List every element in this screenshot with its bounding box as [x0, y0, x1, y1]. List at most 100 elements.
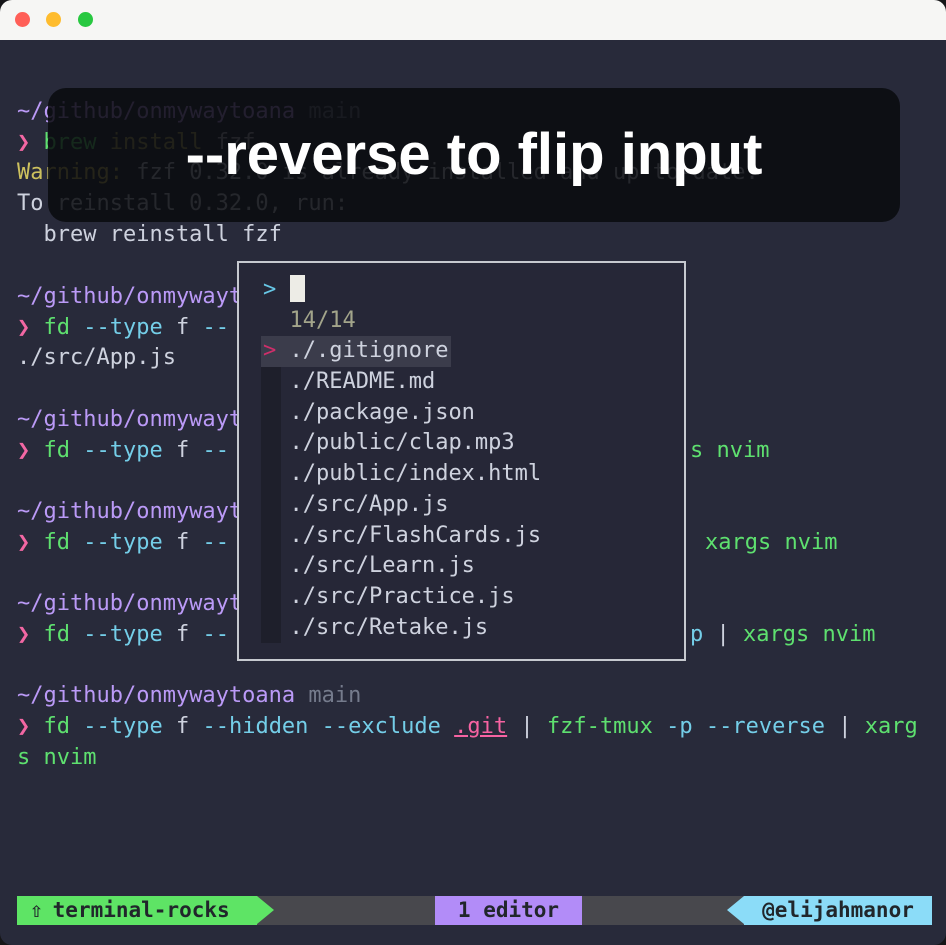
- command-text: xarg: [864, 714, 918, 739]
- command-flag: --hidden: [189, 714, 309, 739]
- fzf-pointer-icon: >: [263, 338, 277, 363]
- close-button[interactable]: [15, 12, 30, 27]
- file-name: ./src/Learn.js: [289, 553, 475, 578]
- terminal-screen[interactable]: ~/github/onmywaytoana main ❯ brew instal…: [0, 40, 946, 945]
- file-name: ./.gitignore: [289, 338, 449, 363]
- session-name: terminal-rocks: [52, 898, 230, 923]
- command-flag: --: [189, 530, 229, 555]
- fzf-item[interactable]: ./src/App.js: [263, 490, 449, 521]
- command-line: ❯ fd --type f --: [17, 313, 229, 344]
- caption-text: --reverse to flip input: [185, 121, 763, 187]
- command-arg: f: [162, 315, 190, 340]
- cwd-path: ~/github/onmywaytoana: [17, 683, 296, 708]
- selected-row-highlight: [261, 336, 451, 367]
- prompt-symbol: ❯: [17, 530, 31, 555]
- window-name: 1 editor: [457, 898, 560, 923]
- fzf-item-selected[interactable]: > ./.gitignore: [263, 336, 448, 367]
- prompt-symbol: ❯: [17, 714, 31, 739]
- command-wrap-line: s nvim: [17, 743, 96, 774]
- command-text: fd: [30, 714, 70, 739]
- title-bar: [0, 0, 946, 40]
- command-continuation: p | xargs nvim: [690, 620, 875, 651]
- minimize-button[interactable]: [46, 12, 61, 27]
- pipe-symbol: |: [507, 714, 547, 739]
- fzf-prompt-symbol: >: [263, 277, 277, 302]
- fzf-item[interactable]: ./src/Practice.js: [263, 582, 515, 613]
- file-name: ./package.json: [289, 400, 475, 425]
- fzf-item[interactable]: ./package.json: [263, 398, 475, 429]
- fzf-gutter: [261, 336, 281, 643]
- file-name: ./README.md: [289, 369, 436, 394]
- text-cursor: [289, 275, 305, 302]
- command-flag: --reverse: [692, 714, 826, 739]
- tmux-status-bar: ⇧ terminal-rocks 1 editor @elijahmanor: [17, 896, 932, 925]
- command-flag: --type: [70, 530, 163, 555]
- command-text: fd: [30, 315, 70, 340]
- command-flag: --: [189, 315, 229, 340]
- fzf-item[interactable]: ./src/Retake.js: [263, 613, 489, 644]
- command-text: xargs nvim: [743, 622, 876, 647]
- command-arg: f: [162, 530, 190, 555]
- file-name: ./public/clap.mp3: [289, 430, 515, 455]
- fzf-popup[interactable]: > 14/14 > ./.gitignore ./README.md ./pac…: [237, 261, 686, 661]
- fzf-query-line[interactable]: >: [263, 275, 305, 306]
- command-continuation: s nvim: [690, 438, 770, 463]
- fzf-item[interactable]: ./public/index.html: [263, 459, 542, 490]
- pipe-symbol: |: [703, 622, 743, 647]
- output-line: brew reinstall fzf: [17, 220, 282, 251]
- command-arg: .git: [454, 714, 508, 739]
- result-line: ./src/App.js: [17, 343, 176, 374]
- fzf-item[interactable]: ./public/clap.mp3: [263, 428, 515, 459]
- git-branch: main: [295, 683, 362, 708]
- command-flag: --type: [70, 622, 163, 647]
- command-line: ❯ fd --type f --: [17, 528, 229, 559]
- command-continuation: xargs nvim: [705, 530, 838, 555]
- command-flag: --type: [70, 315, 163, 340]
- command-text: fzf-tmux: [546, 714, 653, 739]
- command-text: fd: [30, 438, 70, 463]
- powerline-left-arrow: [727, 896, 744, 924]
- caption-overlay: --reverse to flip input: [48, 88, 900, 222]
- prompt-symbol: ❯: [17, 622, 31, 647]
- fzf-item[interactable]: ./README.md: [263, 367, 436, 398]
- command-flag: -p: [652, 714, 693, 739]
- command-line: ❯ fd --type f --hidden --exclude .git | …: [17, 712, 918, 743]
- command-flag: --type: [70, 438, 163, 463]
- command-text: fd: [30, 622, 70, 647]
- command-flag: --exclude: [308, 714, 455, 739]
- file-name: ./src/Retake.js: [289, 615, 489, 640]
- fzf-item[interactable]: ./src/Learn.js: [263, 551, 475, 582]
- shift-arrow-icon: ⇧: [30, 898, 43, 923]
- command-flag: p: [690, 622, 704, 647]
- window-segment[interactable]: 1 editor: [435, 896, 582, 925]
- command-arg: f: [162, 622, 190, 647]
- file-name: ./src/Practice.js: [289, 584, 515, 609]
- output-text: brew reinstall fzf: [17, 222, 282, 247]
- prompt-symbol: ❯: [17, 130, 31, 155]
- command-flag: --: [189, 438, 229, 463]
- command-line: ❯ fd --type f --: [17, 436, 229, 467]
- command-text: fd: [30, 530, 70, 555]
- prompt-symbol: ❯: [17, 315, 31, 340]
- user-handle: @elijahmanor: [762, 898, 914, 923]
- file-name: ./public/index.html: [289, 461, 542, 486]
- file-name: ./src/App.js: [289, 492, 449, 517]
- user-segment[interactable]: @elijahmanor: [727, 896, 932, 925]
- command-line: ❯ fd --type f --: [17, 620, 229, 651]
- command-flag: --type: [70, 714, 163, 739]
- fzf-item[interactable]: ./src/FlashCards.js: [263, 521, 542, 552]
- prompt-line: ~/github/onmywaytoana main: [17, 681, 361, 712]
- command-arg: f: [162, 438, 190, 463]
- file-name: ./src/FlashCards.js: [289, 523, 542, 548]
- result-text: ./src/App.js: [17, 345, 176, 370]
- command-arg: f: [162, 714, 190, 739]
- zoom-button[interactable]: [78, 12, 93, 27]
- session-segment[interactable]: ⇧ terminal-rocks: [17, 896, 274, 925]
- command-text: s nvim: [17, 745, 97, 770]
- fzf-match-counter: 14/14: [263, 306, 356, 337]
- powerline-right-arrow: [257, 896, 274, 924]
- counter-text: 14/14: [289, 308, 356, 333]
- command-flag: --: [189, 622, 229, 647]
- pipe-symbol: |: [825, 714, 865, 739]
